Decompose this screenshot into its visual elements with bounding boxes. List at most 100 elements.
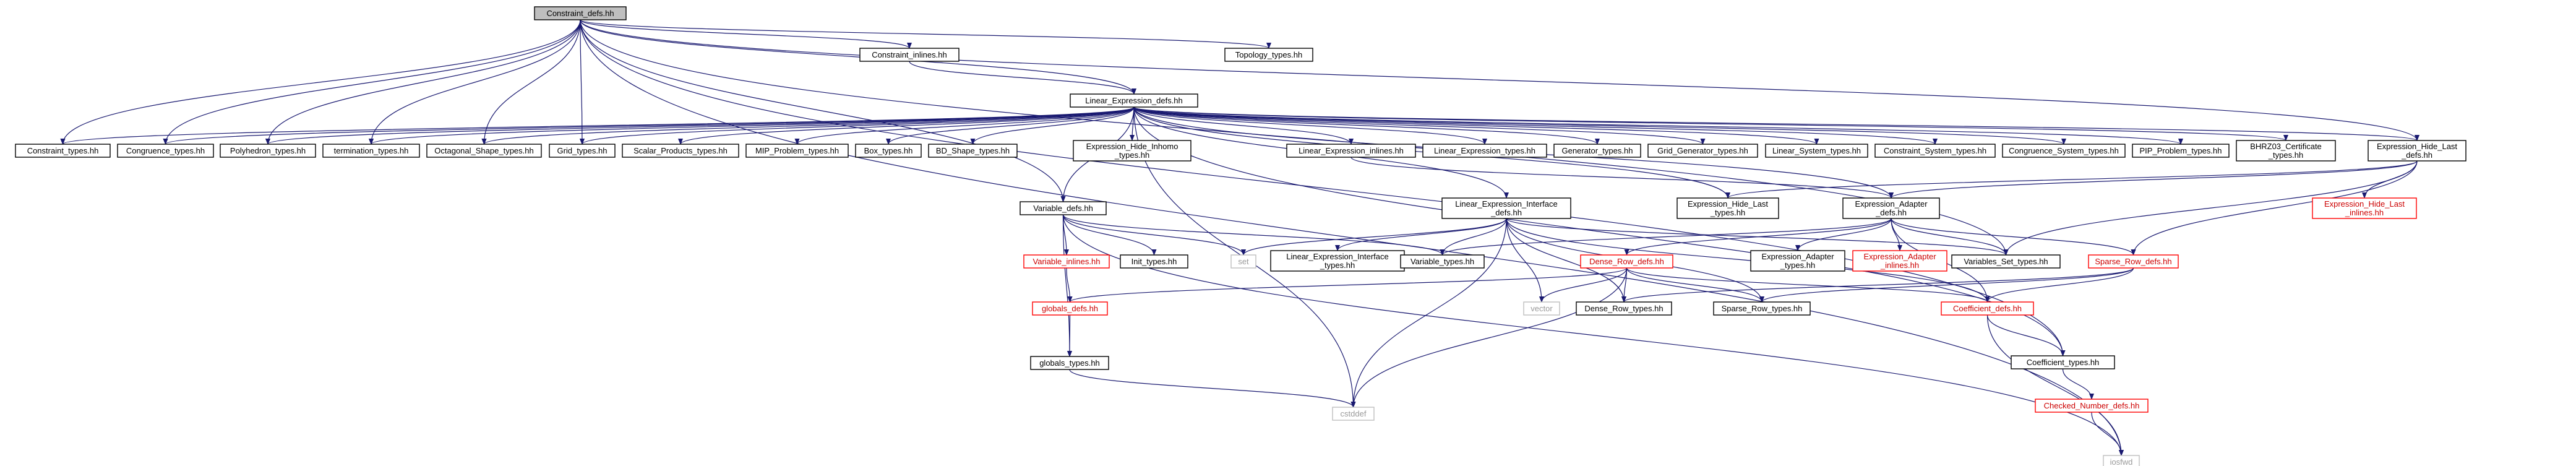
node-box[interactable] (2035, 399, 2149, 413)
node-congruence-types[interactable]: Congruence_types.hh (117, 144, 214, 158)
node-constraint-types[interactable]: Constraint_types.hh (15, 144, 111, 158)
node-variable-inlines[interactable]: Variable_inlines.hh (1023, 254, 1110, 269)
node-expression-adapter-inlines[interactable]: Expression_Adapter_inlines.hh (1852, 250, 1947, 272)
node-iosfwd[interactable]: iosfwd (2103, 455, 2140, 466)
node-constraint-system-types[interactable]: Constraint_System_types.hh (1874, 144, 1996, 158)
node-variable-types[interactable]: Variable_types.hh (1400, 254, 1485, 269)
node-expression-adapter-types[interactable]: Expression_Adapter_types.hh (1750, 250, 1845, 272)
node-expression-hide-inhomo-types[interactable]: Expression_Hide_Inhomo_types.hh (1073, 140, 1191, 162)
node-octagonal-shape-types[interactable]: Octagonal_Shape_types.hh (426, 144, 542, 158)
node-box[interactable] (15, 144, 111, 158)
node-box[interactable] (2103, 455, 2140, 466)
node-box[interactable] (1523, 301, 1560, 316)
node-generator-types[interactable]: Generator_types.hh (1553, 144, 1641, 158)
node-grid-generator-types[interactable]: Grid_Generator_types.hh (1647, 144, 1758, 158)
node-topology-types[interactable]: Topology_types.hh (1224, 48, 1313, 62)
node-linear-system-types[interactable]: Linear_System_types.hh (1765, 144, 1868, 158)
node-box[interactable] (220, 144, 316, 158)
node-box[interactable] (1070, 93, 1198, 108)
node-box[interactable] (1852, 250, 1947, 272)
node-box[interactable] (2088, 254, 2179, 269)
node-box[interactable] (1230, 254, 1256, 269)
node-box[interactable] (1750, 250, 1845, 272)
node-box[interactable] (1332, 407, 1375, 421)
node-sparse-row-defs[interactable]: Sparse_Row_defs.hh (2088, 254, 2179, 269)
node-box[interactable] (2368, 140, 2467, 162)
node-box-types[interactable]: Box_types.hh (855, 144, 922, 158)
node-set[interactable]: set (1230, 254, 1256, 269)
node-bhrz03-certificate-types[interactable]: BHRZ03_Certificate_types.hh (2236, 140, 2336, 162)
node-box[interactable] (1073, 140, 1191, 162)
node-root[interactable]: Constraint_defs.hh (534, 6, 627, 20)
node-box[interactable] (745, 144, 849, 158)
node-box[interactable] (1677, 197, 1779, 219)
node-box[interactable] (1120, 254, 1188, 269)
node-scalar-products-types[interactable]: Scalar_Products_types.hh (622, 144, 739, 158)
node-coefficient-defs[interactable]: Coefficient_defs.hh (1941, 301, 2034, 316)
node-sparse-row-types[interactable]: Sparse_Row_types.hh (1713, 301, 1811, 316)
node-dense-row-types[interactable]: Dense_Row_types.hh (1576, 301, 1672, 316)
node-linear-expression-defs[interactable]: Linear_Expression_defs.hh (1070, 93, 1198, 108)
node-bd-shape-types[interactable]: BD_Shape_types.hh (928, 144, 1018, 158)
node-box[interactable] (622, 144, 739, 158)
node-expression-adapter-defs[interactable]: Expression_Adapter_defs.hh (1842, 197, 1940, 219)
node-box[interactable] (1941, 301, 2034, 316)
node-expression-hide-last-inlines[interactable]: Expression_Hide_Last_inlines.hh (2312, 197, 2417, 219)
node-linear-expression-interface-defs[interactable]: Linear_Expression_Interface_defs.hh (1441, 197, 1571, 219)
node-box[interactable] (2011, 355, 2115, 369)
node-mip-problem-types[interactable]: MIP_Problem_types.hh (745, 144, 849, 158)
node-box[interactable] (1400, 254, 1485, 269)
node-pip-problem-types[interactable]: PIP_Problem_types.hh (2132, 144, 2230, 158)
node-box[interactable] (322, 144, 420, 158)
node-variable-defs[interactable]: Variable_defs.hh (1020, 201, 1107, 215)
node-variables-set-types[interactable]: Variables_Set_types.hh (1951, 254, 2061, 269)
node-box[interactable] (426, 144, 542, 158)
node-box[interactable] (549, 144, 616, 158)
node-box[interactable] (1030, 356, 1109, 370)
node-linear-expression-interface-types[interactable]: Linear_Expression_Interface_types.hh (1270, 250, 1405, 272)
node-box[interactable] (855, 144, 922, 158)
node-box[interactable] (1951, 254, 2061, 269)
node-box[interactable] (2312, 197, 2417, 219)
node-box[interactable] (1647, 144, 1758, 158)
node-expression-hide-last-types[interactable]: Expression_Hide_Last_types.hh (1677, 197, 1779, 219)
node-linear-expression-types[interactable]: Linear_Expression_types.hh (1422, 144, 1547, 158)
node-box[interactable] (1020, 201, 1107, 215)
node-box[interactable] (1032, 301, 1108, 316)
node-checked-number-defs[interactable]: Checked_Number_defs.hh (2035, 399, 2149, 413)
node-grid-types[interactable]: Grid_types.hh (549, 144, 616, 158)
node-box[interactable] (2002, 144, 2126, 158)
node-globals-types[interactable]: globals_types.hh (1030, 356, 1109, 370)
node-termination-types[interactable]: termination_types.hh (322, 144, 420, 158)
node-box[interactable] (1224, 48, 1313, 62)
node-cstddef[interactable]: cstddef (1332, 407, 1375, 421)
node-box[interactable] (117, 144, 214, 158)
node-box[interactable] (1270, 250, 1405, 272)
node-globals-defs[interactable]: globals_defs.hh (1032, 301, 1108, 316)
node-box[interactable] (1765, 144, 1868, 158)
node-box[interactable] (1422, 144, 1547, 158)
node-constraint-inlines[interactable]: Constraint_inlines.hh (859, 48, 960, 62)
node-box[interactable] (1023, 254, 1110, 269)
node-box[interactable] (1441, 197, 1571, 219)
node-box[interactable] (534, 6, 627, 20)
node-box[interactable] (1580, 254, 1673, 269)
node-box[interactable] (2132, 144, 2230, 158)
node-dense-row-defs[interactable]: Dense_Row_defs.hh (1580, 254, 1673, 269)
node-linear-expression-inlines[interactable]: Linear_Expression_inlines.hh (1286, 144, 1416, 158)
node-init-types[interactable]: Init_types.hh (1120, 254, 1188, 269)
node-box[interactable] (1713, 301, 1811, 316)
node-polyhedron-types[interactable]: Polyhedron_types.hh (220, 144, 316, 158)
node-box[interactable] (1576, 301, 1672, 316)
node-congruence-system-types[interactable]: Congruence_System_types.hh (2002, 144, 2126, 158)
node-box[interactable] (1874, 144, 1996, 158)
node-box[interactable] (859, 48, 960, 62)
node-coefficient-types[interactable]: Coefficient_types.hh (2011, 355, 2115, 369)
node-box[interactable] (1553, 144, 1641, 158)
node-box[interactable] (2236, 140, 2336, 162)
node-expression-hide-last-defs[interactable]: Expression_Hide_Last_defs.hh (2368, 140, 2467, 162)
node-box[interactable] (1842, 197, 1940, 219)
node-vector[interactable]: vector (1523, 301, 1560, 316)
node-box[interactable] (928, 144, 1018, 158)
node-box[interactable] (1286, 144, 1416, 158)
